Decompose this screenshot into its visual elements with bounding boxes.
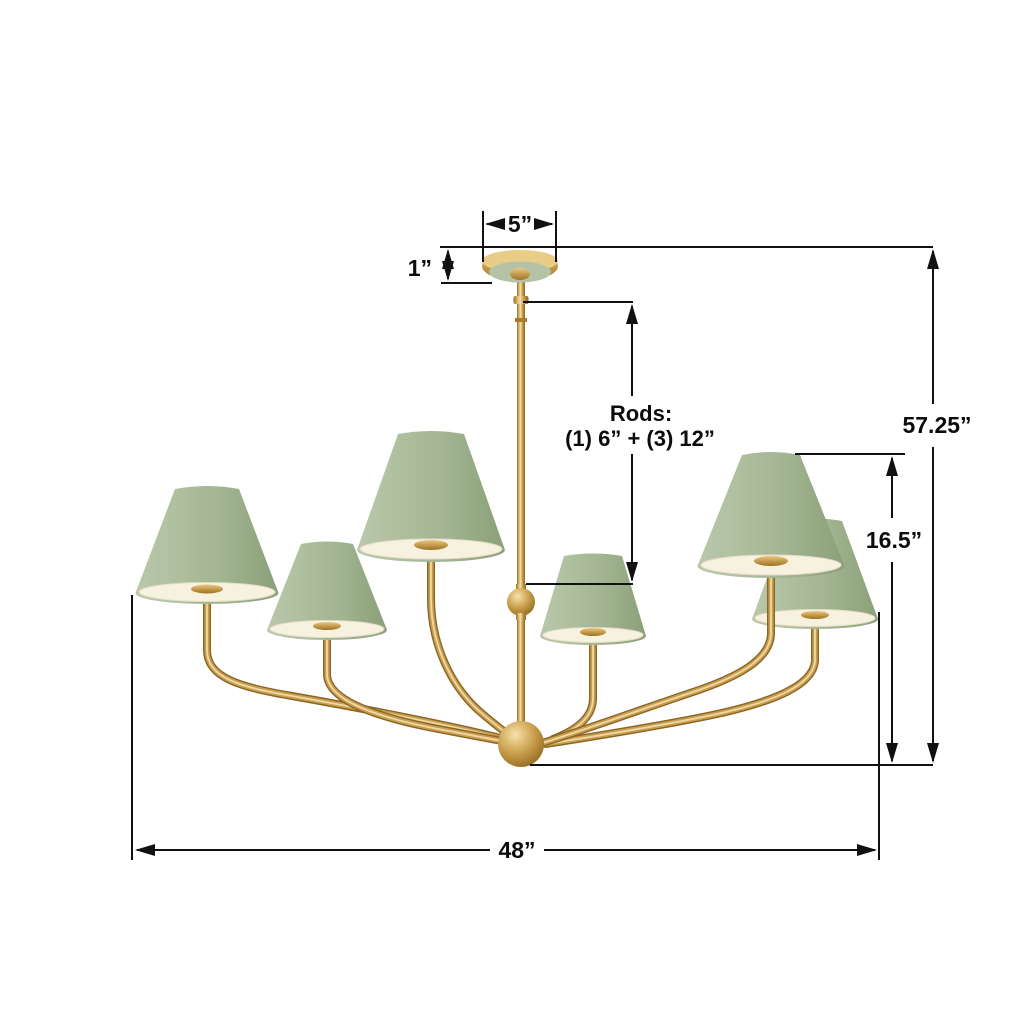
- rods-title-label: Rods:: [610, 401, 672, 426]
- shade-far-left: [135, 486, 279, 604]
- dim-fixture-height: 16.5”: [795, 453, 922, 763]
- dim-rods: Rods: (1) 6” + (3) 12”: [523, 301, 715, 585]
- shade-holder: [313, 622, 341, 630]
- shade-holder: [801, 611, 829, 619]
- shade-holder: [191, 584, 223, 594]
- shade-front-right: [697, 452, 845, 578]
- chandelier: [135, 250, 878, 767]
- canopy-width-label: 5”: [508, 211, 532, 237]
- dimension-annotations: 5” 1” Rods: (1) 6” + (3) 12” 57.25”: [131, 211, 972, 863]
- dim-canopy-width: 5”: [482, 211, 557, 262]
- shade-holder: [754, 556, 788, 566]
- dim-overall-height: 57.25”: [902, 249, 972, 763]
- dim-overall-width: 48”: [135, 837, 877, 863]
- shade-holder: [580, 628, 606, 636]
- arm-front-left: [427, 541, 521, 745]
- arm-far-left: [203, 584, 516, 745]
- canopy-height-label: 1”: [408, 255, 432, 281]
- shade-holder: [414, 540, 448, 550]
- hanging-rod-assembly: [507, 282, 535, 747]
- arm-front-right: [538, 556, 775, 747]
- rod-ring: [515, 318, 527, 322]
- shade-mid-right: [540, 553, 646, 645]
- ball-collar-top: [516, 584, 526, 591]
- arm-mid-left: [323, 621, 518, 747]
- hub-ball: [498, 721, 544, 767]
- shade-mid-left: [267, 541, 387, 640]
- fixture-height-label: 16.5”: [866, 527, 922, 553]
- hanging-rod: [517, 282, 525, 747]
- ball-collar-bottom: [516, 613, 526, 620]
- arm-far-right: [542, 610, 819, 748]
- shade-front-left: [357, 431, 505, 562]
- dim-canopy-height: 1”: [408, 249, 492, 284]
- rods-detail-label: (1) 6” + (3) 12”: [565, 426, 715, 451]
- decorative-ball: [507, 588, 535, 616]
- overall-height-label: 57.25”: [902, 412, 971, 438]
- overall-width-label: 48”: [498, 837, 535, 863]
- ceiling-canopy: [482, 250, 558, 283]
- arm-mid-right: [549, 627, 597, 743]
